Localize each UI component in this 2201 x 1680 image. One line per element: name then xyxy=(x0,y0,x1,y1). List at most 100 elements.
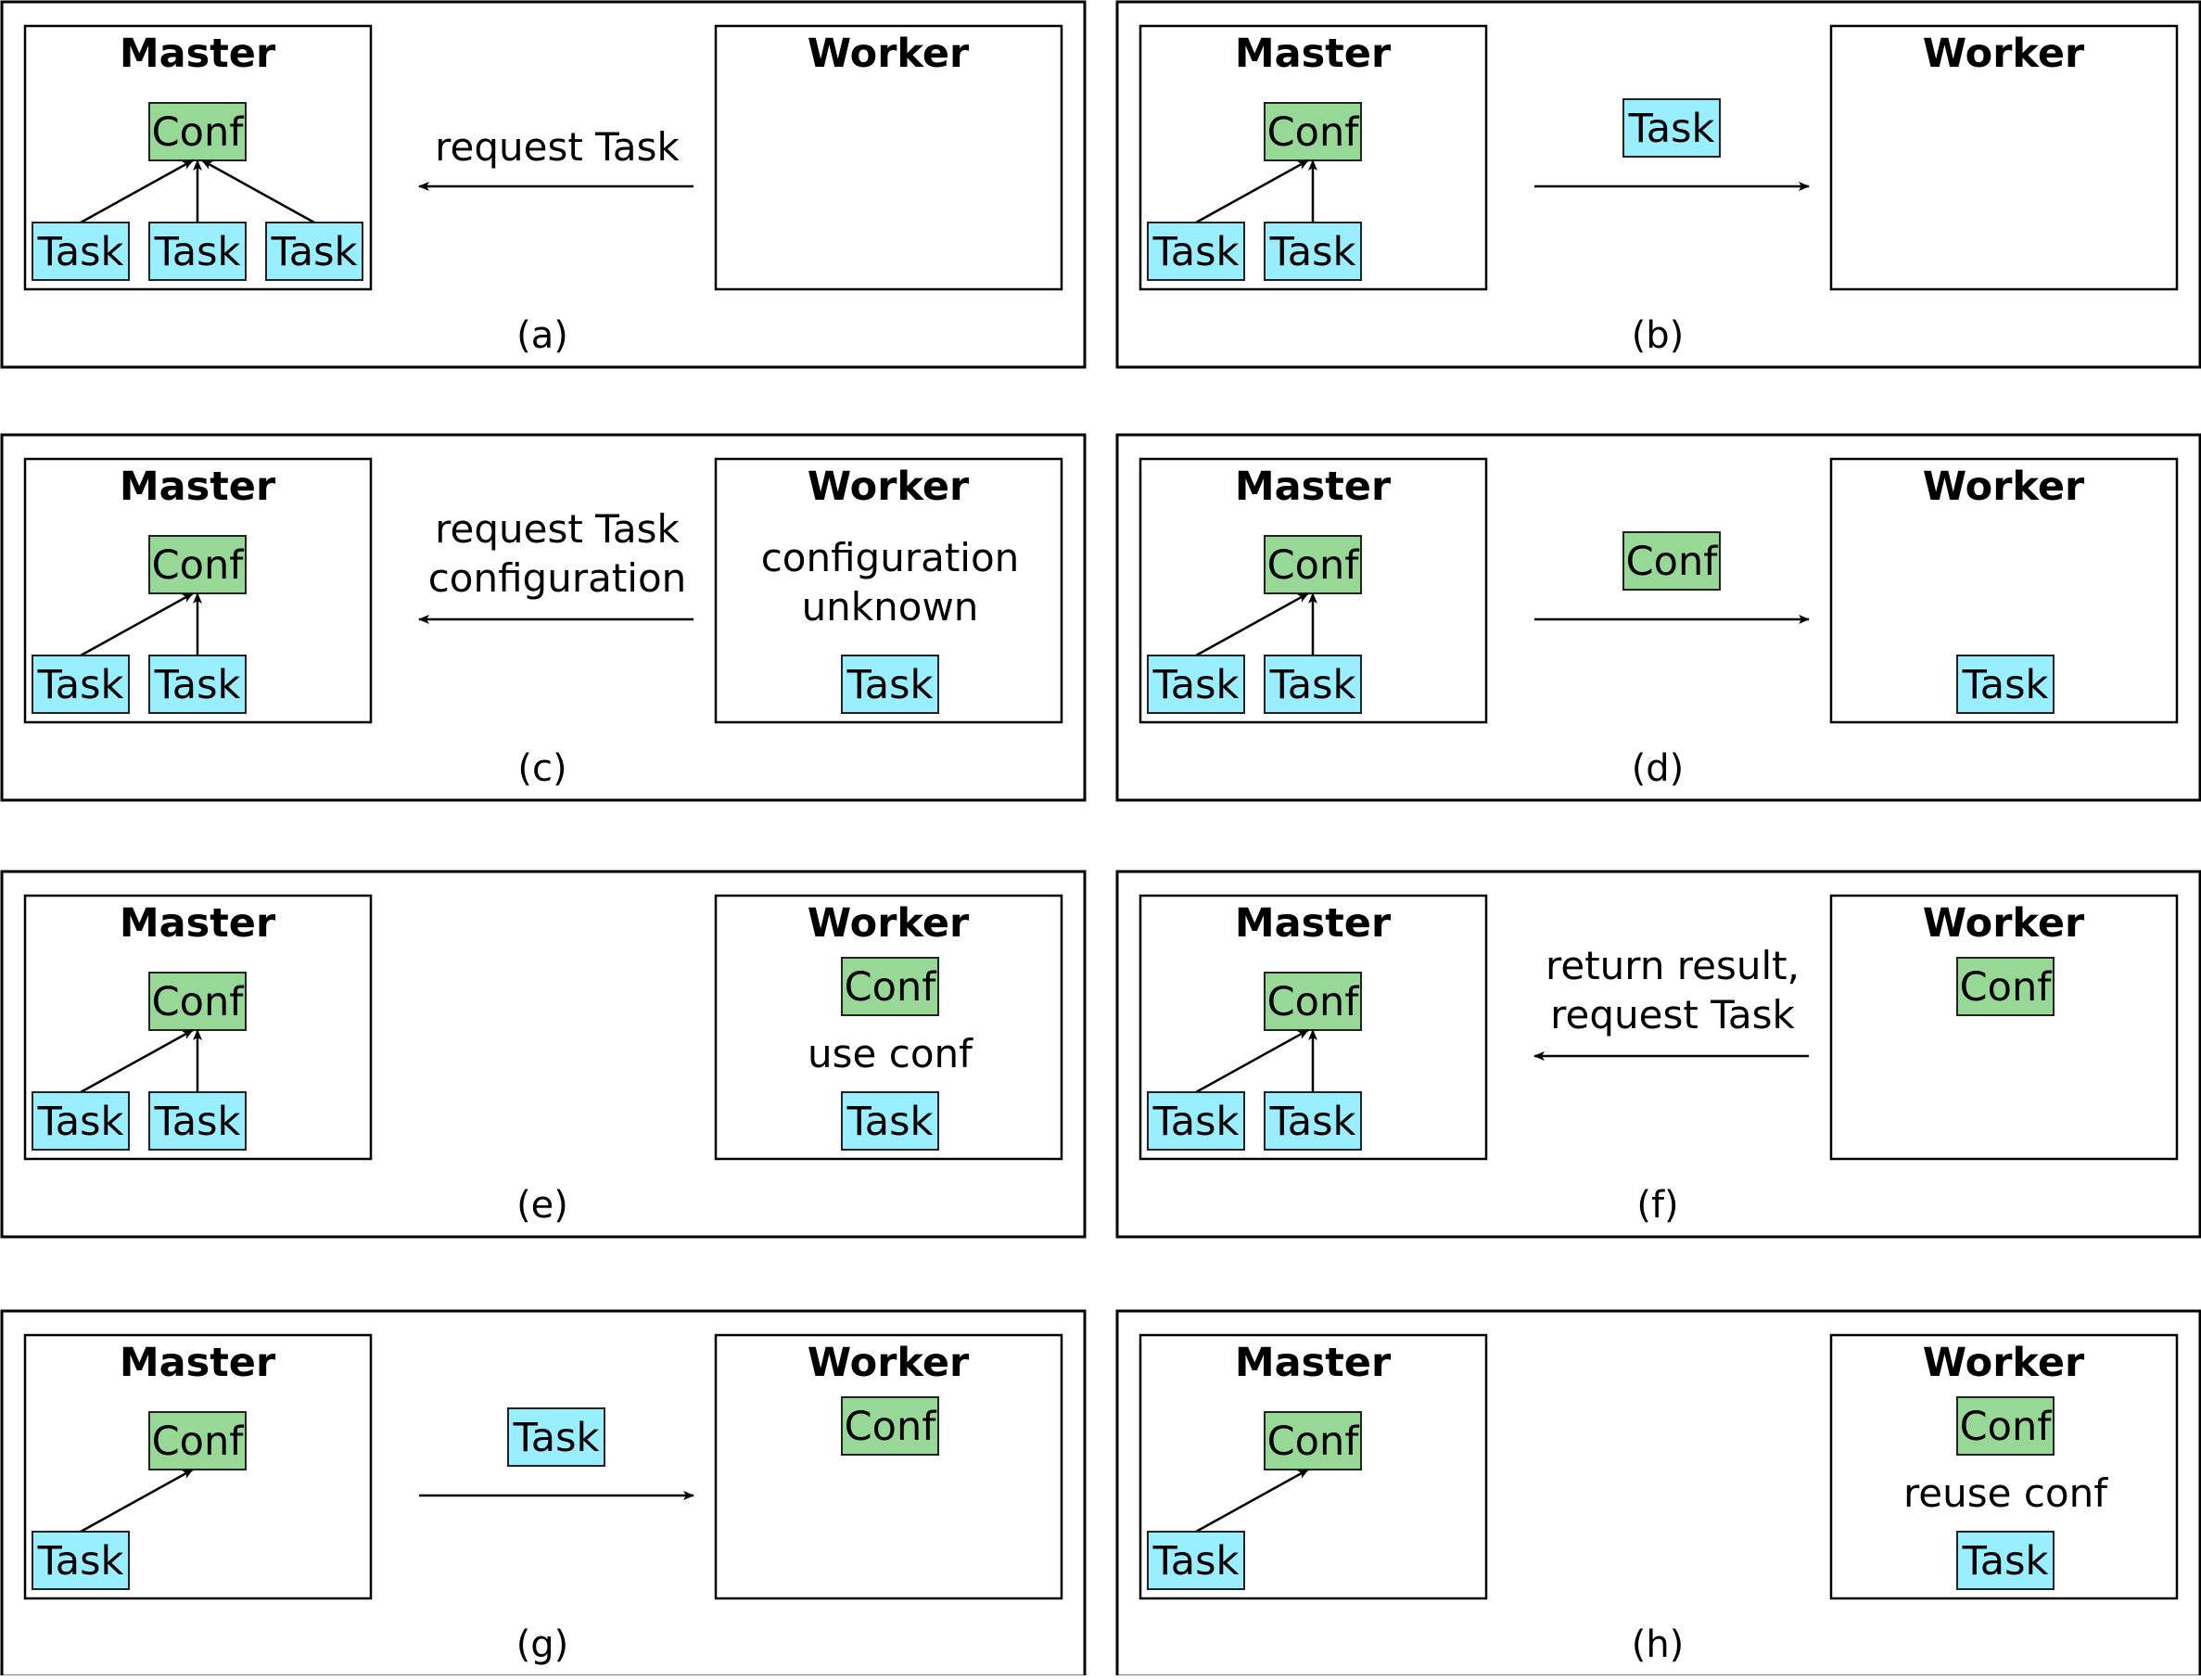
task-box-rect xyxy=(1147,655,1245,714)
task-box-rect xyxy=(1956,655,2055,714)
task-box-label: Task xyxy=(1269,229,1356,275)
task-box-rect xyxy=(32,1531,130,1590)
conf-box-label: Conf xyxy=(845,1404,937,1450)
message-text: request Task xyxy=(435,506,680,552)
task-box-rect xyxy=(841,655,939,714)
panel-caption: (b) xyxy=(1632,314,1685,357)
worker-frame xyxy=(714,1333,1063,1600)
panel-caption: (f) xyxy=(1636,1184,1678,1227)
task-box-label: Task xyxy=(37,1538,124,1585)
master-conf-box: Conf xyxy=(148,1411,247,1470)
task-box-label: Task xyxy=(846,1099,934,1145)
message-text: request Task xyxy=(435,124,680,170)
task-box-label: Task xyxy=(1962,662,2049,708)
task-box-rect xyxy=(507,1407,605,1467)
conf-box-rect xyxy=(1264,102,1362,161)
task-box-rect xyxy=(1147,222,1245,281)
master-task-box: Task xyxy=(32,1531,130,1590)
master-task-box: Task xyxy=(32,222,130,281)
conf-box-rect xyxy=(1956,957,2055,1016)
master-conf-box: Conf xyxy=(148,102,247,161)
master-task-box: Task xyxy=(148,222,247,281)
panel-caption: (a) xyxy=(516,314,568,357)
worker-conf-box: Conf xyxy=(841,957,939,1016)
task-box-rect xyxy=(148,1091,247,1151)
task-box-label: Task xyxy=(1962,1538,2049,1585)
master-title: Master xyxy=(1235,31,1392,77)
conf-box-label: Conf xyxy=(1267,109,1360,156)
task-box-label: Task xyxy=(1628,106,1715,152)
conf-box-label: Conf xyxy=(845,964,937,1011)
master-conf-box: Conf xyxy=(1264,102,1362,161)
task-box-label: Task xyxy=(1269,662,1356,708)
panel-caption: (h) xyxy=(1632,1623,1685,1666)
dependency-arrow xyxy=(1195,592,1309,657)
conf-box-label: Conf xyxy=(152,542,245,589)
task-box-label: Task xyxy=(1152,1099,1240,1145)
task-box-rect xyxy=(148,222,247,281)
task-box-rect xyxy=(32,222,130,281)
dependency-arrow xyxy=(201,159,315,224)
panel-caption: (g) xyxy=(516,1623,569,1666)
task-box-label: Task xyxy=(37,229,124,275)
worker-note-line: configuration xyxy=(761,535,1020,580)
conf-box-label: Conf xyxy=(1267,542,1360,589)
message-text: configuration xyxy=(428,555,687,601)
master-task-box: Task xyxy=(1264,222,1362,281)
task-box-rect xyxy=(1956,1531,2055,1590)
conf-box-rect xyxy=(148,535,247,594)
master-task-box: Task xyxy=(32,1091,130,1151)
master-title: Master xyxy=(120,31,276,77)
panel-caption: (c) xyxy=(517,747,566,790)
conf-box-label: Conf xyxy=(1626,539,1719,585)
master-title: Master xyxy=(120,464,276,510)
task-box-rect xyxy=(1147,1531,1245,1590)
worker-title: Worker xyxy=(1923,464,2085,510)
task-box-label: Task xyxy=(513,1415,600,1461)
master-conf-box: Conf xyxy=(1264,1411,1362,1470)
master-task-box: Task xyxy=(148,1091,247,1151)
master-task-box: Task xyxy=(148,655,247,714)
conf-box-rect xyxy=(148,1411,247,1470)
worker-title: Worker xyxy=(1923,900,2085,947)
worker-title: Worker xyxy=(1923,1340,2085,1386)
master-title: Master xyxy=(1235,900,1392,947)
master-title: Master xyxy=(1235,464,1392,510)
conf-box-rect xyxy=(1264,1411,1362,1470)
dependency-arrow xyxy=(80,159,194,224)
task-box-label: Task xyxy=(1152,1538,1240,1585)
worker-note-line: unknown xyxy=(802,584,979,630)
message-payload-conf: Conf xyxy=(1622,531,1721,591)
message-payload-task: Task xyxy=(507,1407,605,1467)
worker-note-line: use conf xyxy=(808,1031,973,1076)
master-task-box: Task xyxy=(1147,222,1245,281)
conf-box-rect xyxy=(1264,972,1362,1031)
task-box-rect xyxy=(1147,1091,1245,1151)
task-box-label: Task xyxy=(1269,1099,1356,1145)
conf-box-label: Conf xyxy=(152,1419,245,1465)
dependency-arrow xyxy=(1195,1468,1309,1534)
worker-conf-box: Conf xyxy=(841,1396,939,1456)
task-box-label: Task xyxy=(154,1099,241,1145)
worker-frame xyxy=(714,24,1063,291)
master-title: Master xyxy=(120,1340,276,1386)
master-conf-box: Conf xyxy=(148,535,247,594)
master-task-box: Task xyxy=(1264,655,1362,714)
worker-task-box: Task xyxy=(841,1091,939,1151)
task-box-rect xyxy=(1264,222,1362,281)
